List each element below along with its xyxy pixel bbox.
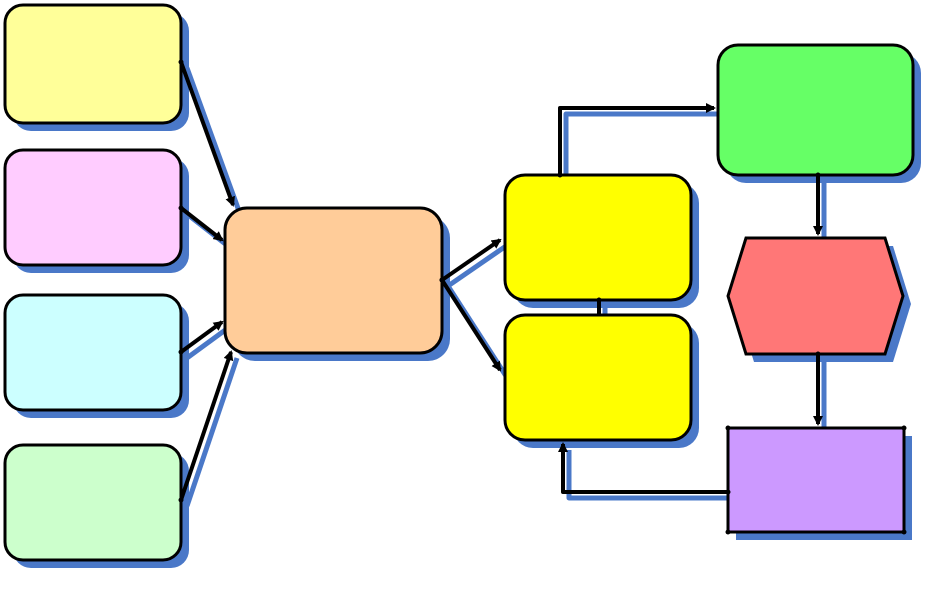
edge-input-green-to-hub-orange (179, 350, 234, 501)
input-pink-node (3, 148, 183, 267)
step-purple-corner-dot (725, 425, 731, 431)
hub-orange-node (223, 206, 444, 355)
input-cyan-shape (3, 293, 183, 412)
input-cyan-node (3, 293, 183, 412)
branch-lower-shape (503, 313, 693, 442)
edge-shadow-input-green-to-hub-orange (184, 357, 240, 507)
edge-hub-orange-to-branch-lower (440, 278, 502, 372)
step-red-shape (726, 236, 905, 356)
step-purple-corner-dot (901, 529, 907, 535)
edge-layer (178, 59, 823, 503)
edge-shadow-input-yellow-to-hub-orange (184, 67, 242, 212)
edge-start-dot (178, 205, 184, 211)
input-green-node (3, 443, 183, 562)
edge-start-dot (815, 351, 821, 357)
edge-start-dot (725, 489, 731, 495)
edge-start-dot (178, 349, 184, 355)
input-yellow-node (3, 3, 183, 125)
edge-input-yellow-to-hub-orange (179, 61, 235, 207)
edge-shadow-branch-upper-to-result-green (563, 111, 720, 181)
edge-start-dot (178, 59, 184, 65)
edge-input-pink-to-hub-orange (179, 206, 224, 242)
edge-branch-upper-to-result-green (558, 103, 716, 175)
input-yellow-shape (3, 3, 183, 125)
edge-start-dot (439, 277, 445, 283)
result-green-node (716, 43, 915, 177)
edge-shadow-input-cyan-to-hub-orange (185, 325, 230, 361)
edge-shadow-step-purple-to-branch-lower (566, 450, 734, 501)
result-green-inner-band (734, 80, 897, 140)
branch-upper-node (503, 173, 693, 302)
step-purple-node (725, 425, 907, 535)
edge-start-dot (596, 297, 602, 303)
branch-lower-node (503, 313, 693, 442)
edge-input-cyan-to-hub-orange (179, 320, 224, 354)
edge-start-dot (557, 172, 563, 178)
step-purple-corner-dot (901, 425, 907, 431)
branch-upper-shape (503, 173, 693, 302)
edge-step-purple-to-branch-lower (558, 442, 728, 494)
edge-hub-orange-to-branch-upper (440, 238, 502, 282)
edge-start-dot (815, 172, 821, 178)
step-purple-corner-dot (725, 529, 731, 535)
edge-start-dot (178, 497, 184, 503)
hub-orange-shape (223, 206, 444, 355)
input-pink-shape (3, 148, 183, 267)
edge-shadow-hub-orange-to-branch-upper (446, 243, 508, 289)
step-red-node (726, 236, 905, 356)
input-green-shape (3, 443, 183, 562)
node-layer (3, 3, 915, 562)
step-purple-shape (726, 426, 906, 534)
